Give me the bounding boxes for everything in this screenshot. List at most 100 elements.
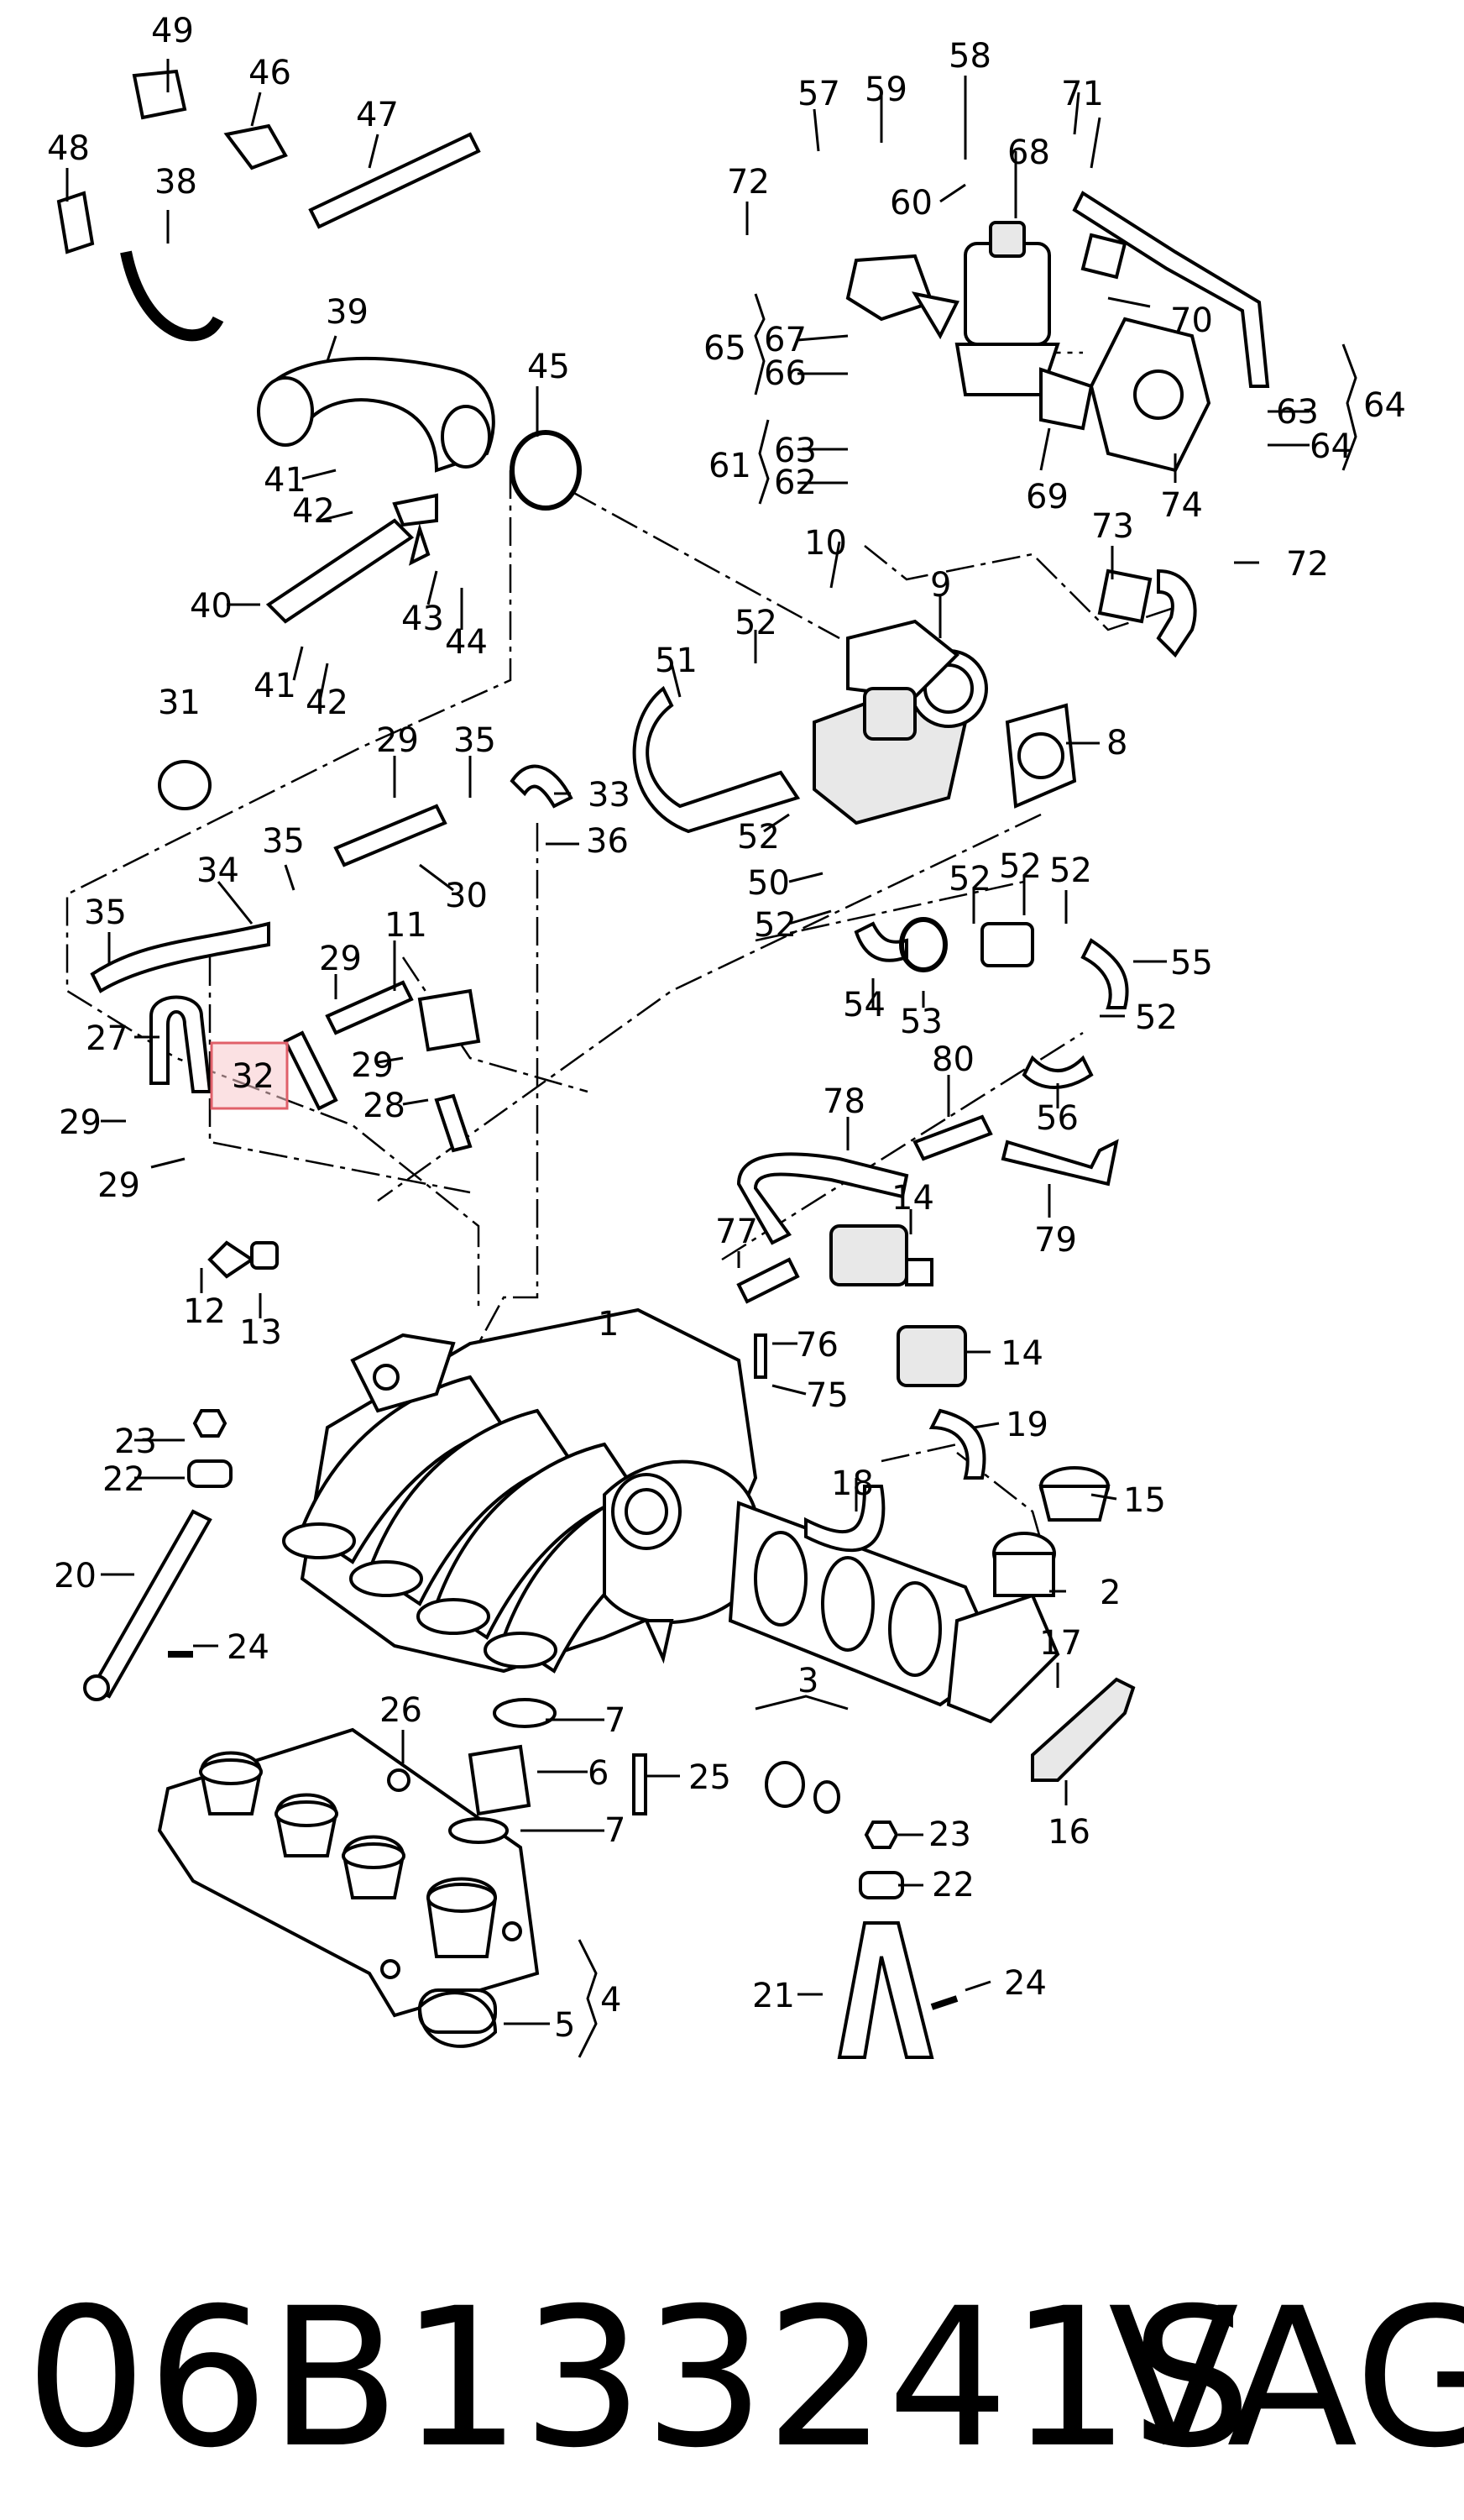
label-52c: 52: [754, 906, 797, 945]
label-18: 18: [831, 1464, 874, 1503]
label-23b: 23: [928, 1815, 971, 1854]
label-68: 67: [764, 321, 807, 359]
label-21: 21: [752, 1977, 795, 2015]
hoses-middle: [90, 764, 573, 1153]
egr-bypass-pipe: [1097, 568, 1197, 658]
label-41a: 41: [264, 461, 306, 500]
label-3: 3: [797, 1662, 818, 1700]
label-56: 55: [1170, 944, 1213, 982]
label-40: 40: [190, 587, 233, 626]
label-29d: 29: [59, 1103, 102, 1142]
label-25: 25: [688, 1758, 731, 1797]
hose-dotted-51: [632, 685, 801, 834]
label-80: 79: [1034, 1221, 1077, 1260]
label-2: 2: [1100, 1574, 1121, 1612]
hose-assembly-40: [265, 493, 438, 624]
runner-tube-assembly: [728, 1501, 1060, 1724]
egr-pipe: [1072, 191, 1270, 473]
label-52a: 52: [735, 604, 777, 642]
hoses-79-80-81: [736, 1114, 1119, 1304]
label-4: 4: [600, 1981, 621, 2020]
label-35a: 35: [453, 721, 496, 760]
label-52b: 52: [737, 818, 780, 857]
label-78: 77: [715, 1213, 758, 1251]
label-7b: 7: [604, 1811, 625, 1850]
label-29b: 29: [319, 940, 362, 978]
label-35c: 35: [84, 893, 127, 932]
brace-lines: [578, 293, 1357, 2058]
label-81: 80: [932, 1040, 975, 1079]
label-69: 68: [1007, 134, 1050, 172]
label-66: 65: [703, 329, 746, 368]
label-42a: 42: [292, 492, 335, 531]
label-12: 12: [183, 1292, 226, 1331]
label-24a: 24: [227, 1628, 269, 1667]
label-15: 15: [1123, 1481, 1166, 1520]
label-22a: 22: [102, 1460, 145, 1499]
label-75: 74: [1160, 486, 1203, 525]
label-50: 50: [747, 864, 790, 903]
label-65: 64: [1363, 386, 1406, 425]
label-61: 60: [890, 184, 933, 223]
label-14a: 14: [891, 1179, 934, 1218]
intake-manifold: [282, 1307, 758, 1674]
label-17: 17: [1039, 1624, 1082, 1663]
label-41b: 41: [254, 667, 296, 705]
seals-3-5-6-7: [417, 1698, 840, 2048]
label-74: 73: [1091, 507, 1134, 546]
label-39: 39: [326, 293, 369, 332]
label-71: 70: [1170, 301, 1213, 340]
label-48: 48: [47, 129, 90, 168]
label-58: 57: [797, 75, 840, 113]
throttle-body: [813, 619, 988, 825]
mounts-22-23: [187, 1409, 904, 1899]
label-73: 72: [727, 163, 770, 202]
label-14b: 14: [1001, 1334, 1043, 1373]
label-13: 13: [239, 1313, 282, 1352]
label-1: 1: [598, 1305, 619, 1344]
parts-diagram: 1 2 3 4 5 6 7 7 8 9 10 11 12 13 14 14 15…: [47, 12, 1406, 2059]
label-52d: 52: [949, 860, 991, 899]
label-42b: 42: [306, 684, 348, 722]
label-38: 38: [154, 163, 197, 202]
label-27: 27: [86, 1019, 128, 1058]
label-19: 19: [1006, 1406, 1048, 1444]
label-7a: 7: [604, 1701, 625, 1740]
gasket-8: [1005, 703, 1077, 809]
lower-manifold: [157, 1727, 540, 2034]
label-64b: 64: [1310, 427, 1352, 466]
support-20: [83, 1509, 212, 1701]
bolts: [168, 1240, 959, 2010]
solenoid-valve-14: [829, 1224, 967, 1387]
label-44: 44: [445, 623, 488, 662]
cap-15: [1038, 1466, 1111, 1522]
label-54: 53: [900, 1003, 943, 1041]
label-72b: 72: [1286, 545, 1329, 584]
hoses-18-19: [804, 1408, 986, 1553]
clamp-45: [510, 430, 582, 511]
support-21: [837, 1921, 934, 2059]
label-29e: 29: [97, 1166, 140, 1205]
highlight-box: [210, 1041, 289, 1110]
label-35b: 35: [262, 822, 305, 861]
label-53: 52: [999, 847, 1042, 886]
label-28: 28: [363, 1087, 405, 1125]
label-46: 46: [248, 54, 291, 92]
label-49: 49: [151, 12, 194, 50]
brand-name: VAG: [1108, 2266, 1464, 2490]
label-63b: 63: [1276, 393, 1319, 432]
label-57: 56: [1036, 1099, 1079, 1138]
label-79: 78: [823, 1082, 865, 1121]
label-9: 9: [930, 566, 951, 605]
label-24b: 24: [1004, 1964, 1047, 2003]
label-29a: 29: [376, 721, 419, 760]
label-72a: 71: [1061, 75, 1104, 113]
hoses-right-middle: [854, 917, 1129, 1089]
label-60: 59: [865, 71, 907, 109]
label-31: 31: [158, 684, 201, 722]
label-23a: 23: [114, 1422, 157, 1461]
label-5: 5: [554, 2006, 575, 2045]
label-10: 10: [804, 524, 847, 563]
label-6: 6: [588, 1754, 609, 1793]
egr-valve: [845, 221, 1094, 431]
